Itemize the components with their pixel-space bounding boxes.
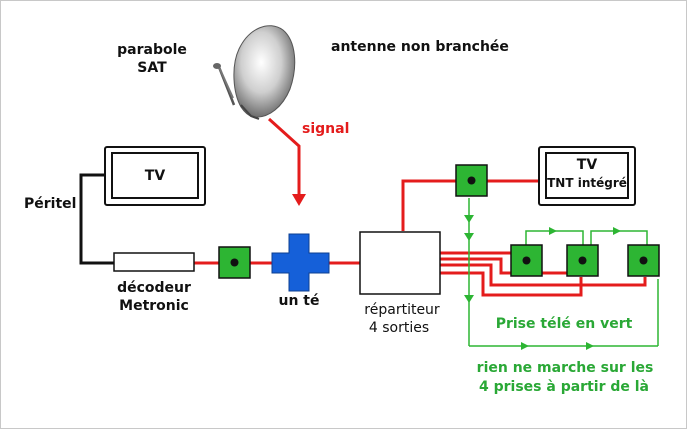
green-arrow-icons [464, 215, 621, 350]
decodeur-box [113, 252, 195, 272]
wall-socket-icon [455, 164, 488, 197]
label-tv-left: TV [144, 168, 166, 184]
repartiteur-box [359, 231, 441, 295]
wall-socket-icon [218, 246, 251, 279]
wall-socket-icon [627, 244, 660, 277]
label-prise: Prise télé en vert [495, 316, 633, 332]
tee-connector-icon [271, 233, 330, 292]
label-metronic: Metronic [119, 298, 189, 314]
tv-right [538, 146, 636, 206]
label-repartiteur: répartiteur [364, 302, 440, 318]
label-tv-right: TV [576, 157, 598, 173]
peritel-cable [79, 173, 114, 265]
label-parabole: parabole [117, 42, 187, 58]
label-sat: SAT [137, 60, 167, 76]
label-tnt: TNT intégré [547, 176, 627, 190]
signal-arrow-icon [292, 194, 306, 206]
label-rien-1: rien ne marche sur les [476, 360, 654, 376]
wall-socket-icon [566, 244, 599, 277]
label-decodeur: décodeur [117, 280, 191, 296]
satellite-dish-icon [213, 25, 296, 120]
label-antenne: antenne non branchée [331, 39, 509, 55]
label-un-te: un té [278, 293, 320, 309]
wall-socket-icon [510, 244, 543, 277]
label-peritel: Péritel [24, 196, 77, 212]
label-rien-2: 4 prises à partir de là [479, 379, 649, 395]
label-sorties: 4 sorties [368, 320, 430, 336]
label-signal: signal [302, 121, 350, 137]
tv-left [104, 146, 206, 206]
